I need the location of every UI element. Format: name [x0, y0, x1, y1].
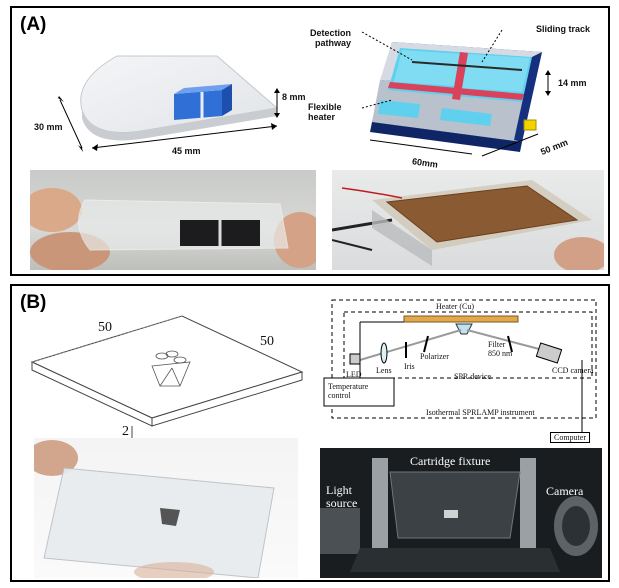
panel-a-label: (A): [20, 14, 47, 35]
detection-pathway-label: Detection pathway: [310, 28, 352, 48]
device-illustration: [361, 29, 551, 157]
plate-dim-c: 2: [122, 424, 129, 439]
plate-dim-a: 50: [98, 320, 112, 335]
plate-photo: [34, 438, 298, 578]
chip-width-label: 30 mm: [34, 122, 63, 132]
ccd-camera-label: CCD camera: [552, 366, 594, 375]
camera-label: Camera: [546, 484, 584, 498]
led-label: LED: [346, 370, 362, 379]
fixture-photo: [320, 448, 602, 578]
flexible-heater-label: Flexible heater: [308, 102, 342, 122]
device-height-label: 14 mm: [558, 78, 587, 88]
filter-label: Filter 850 nm: [488, 340, 513, 358]
panel-a: (A) 8 mm 30 mm 45 mm: [10, 6, 610, 276]
chip-length-label: 45 mm: [172, 146, 201, 156]
device-photo: [332, 170, 604, 270]
plate-dim-b: 50: [260, 334, 274, 349]
polarizer-label: Polarizer: [420, 352, 449, 361]
instrument-label: Isothermal SPRLAMP instrument: [426, 408, 535, 417]
spr-schematic: [323, 299, 597, 436]
chip-height-label: 8 mm: [282, 92, 306, 102]
panel-b-label: (B): [20, 292, 47, 313]
sliding-track-label: Sliding track: [536, 24, 591, 34]
cartridge-fixture-label: Cartridge fixture: [410, 454, 491, 468]
light-source-label: Light source: [326, 483, 358, 510]
lens-label: Lens: [376, 366, 392, 375]
chip-photo: [30, 170, 316, 270]
heater-cu-label: Heater (Cu): [436, 302, 474, 311]
spr-device-label: SPR device: [454, 372, 492, 381]
chip-illustration: [58, 55, 280, 152]
plate-drawing: [30, 315, 304, 442]
temperature-control-label: Temperature control: [328, 382, 369, 400]
computer-label: Computer: [550, 432, 590, 443]
iris-label: Iris: [404, 362, 415, 371]
panel-b: (B) 50 50 2: [10, 284, 610, 582]
